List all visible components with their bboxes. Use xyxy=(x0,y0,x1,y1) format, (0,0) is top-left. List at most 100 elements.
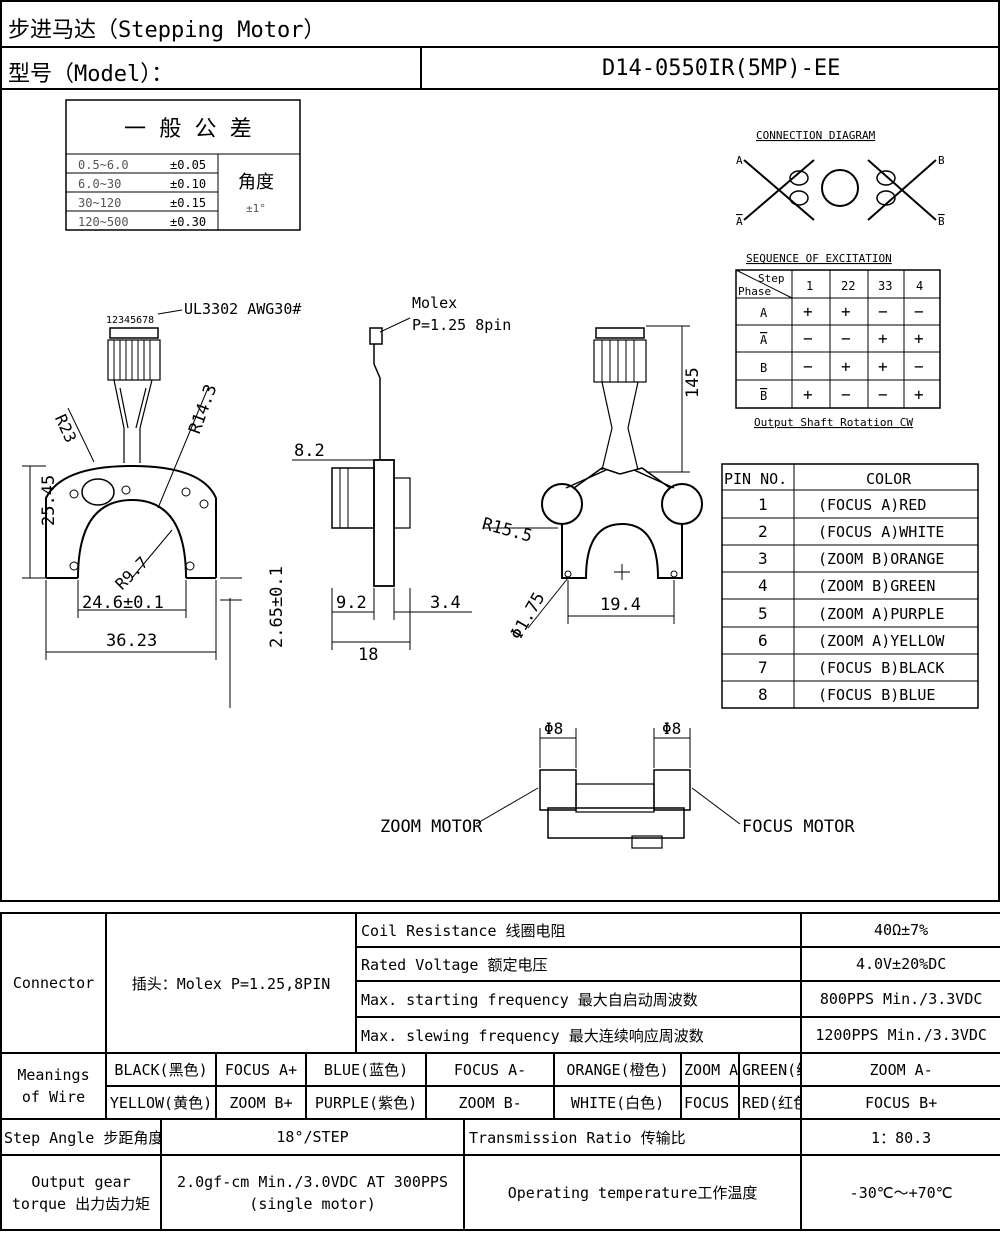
side-view-middle: Molex P=1.25 8pin 8.2 9.2 3.4 18 xyxy=(292,294,511,665)
tol-range-1: 0.5~6.0 xyxy=(78,158,129,172)
terminal-b-bar: B xyxy=(938,215,945,228)
excitation-title: SEQUENCE OF EXCITATION xyxy=(746,252,892,265)
tol-range-2: 6.0~30 xyxy=(78,177,121,191)
dim-145: 145 xyxy=(683,367,703,398)
model-divider xyxy=(420,48,422,88)
tol-value-1: ±0.05 xyxy=(170,158,206,172)
pin-color-5: (ZOOM A)PURPLE xyxy=(818,605,944,623)
pin-color-7: (FOCUS B)BLACK xyxy=(818,659,944,677)
pin-color-3: (ZOOM B)ORANGE xyxy=(818,550,944,568)
dim-82: 8.2 xyxy=(294,441,325,461)
dim-92: 9.2 xyxy=(336,593,367,613)
phase-b-bar: B xyxy=(760,389,767,403)
corner-step: Step xyxy=(758,272,785,285)
pin-no-7: 7 xyxy=(758,658,768,677)
dim-18: 18 xyxy=(358,645,378,665)
model-row: 型号（Model）： D14-0550IR(5MP)-EE xyxy=(0,46,1000,90)
drawing-canvas: 一 般 公 差 0.5~6.0 ±0.05 6.0~30 ±0.10 30~12… xyxy=(22,99,979,849)
wire-r2-c8: FOCUS B+ xyxy=(800,1085,1000,1120)
pin-no-3: 3 xyxy=(758,549,768,568)
step-angle-value: 18°/STEP xyxy=(159,1118,466,1156)
torque-value-cell: 2.0gf-cm Min./3.0VDC AT 300PPS (single m… xyxy=(159,1154,466,1231)
wire-label: UL3302 AWG30# xyxy=(184,300,301,318)
tol-range-3: 30~120 xyxy=(78,196,121,210)
dim-r14: R14.3 xyxy=(185,382,221,437)
pin-color-table: PIN NO. COLOR 1 (FOCUS A)RED 2 (FOCUS A)… xyxy=(721,463,979,709)
excitation-footer: Output Shaft Rotation CW xyxy=(754,416,913,429)
tolerance-title: 一 般 公 差 xyxy=(124,117,252,142)
focus-motor-label: FOCUS MOTOR xyxy=(742,817,855,837)
coil-resistance-value: 40Ω±7% xyxy=(800,912,1000,948)
wire-r1-c6: ZOOM A+ xyxy=(680,1052,741,1087)
rated-voltage-label: Rated Voltage 额定电压 xyxy=(355,946,803,982)
transmission-value: 1：80.3 xyxy=(800,1118,1000,1156)
cell-a-4: − xyxy=(914,302,924,321)
pin-no-8: 8 xyxy=(758,685,768,704)
dim-r155: R15.5 xyxy=(480,514,535,547)
coil-resistance-label: Coil Resistance 线圈电阻 xyxy=(355,912,803,948)
dim-r23: R23 xyxy=(51,411,80,445)
wire-r2-c1: YELLOW(黄色) xyxy=(105,1085,217,1120)
wire-r1-c1: BLACK(黑色) xyxy=(105,1052,217,1087)
molex-label: Molex xyxy=(412,294,457,312)
front-view-left: 12345678 UL3302 AWG30# xyxy=(22,300,301,708)
cell-a-1: + xyxy=(803,302,813,321)
pin-color-6: (ZOOM A)YELLOW xyxy=(818,632,945,650)
pin-no-4: 4 xyxy=(758,576,768,595)
phase-b: B xyxy=(760,361,767,375)
pin-numbers-label: 12345678 xyxy=(106,315,154,326)
cell-b-3: + xyxy=(878,357,888,376)
excitation-table: SEQUENCE OF EXCITATION Step Phase 1 22 3… xyxy=(735,252,941,429)
cell-a-2: + xyxy=(841,302,851,321)
max-start-value: 800PPS Min./3.3VDC xyxy=(800,980,1000,1018)
dim-246: 24.6±0.1 xyxy=(82,593,164,613)
connection-title: CONNECTION DIAGRAM xyxy=(756,129,876,142)
cell-bbar-3: − xyxy=(878,385,888,404)
pin-no-6: 6 xyxy=(758,631,768,650)
connector-value: 插头：Molex P=1.25,8PIN xyxy=(104,912,358,1054)
phase-a: A xyxy=(760,306,768,320)
wire-r2-c3: PURPLE(紫色) xyxy=(304,1085,428,1120)
tolerance-table: 一 般 公 差 0.5~6.0 ±0.05 6.0~30 ±0.10 30~12… xyxy=(65,99,301,231)
max-slew-label: Max. slewing frequency 最大连续响应周波数 xyxy=(355,1016,803,1054)
wire-r2-c6: FOCUS B- xyxy=(680,1085,741,1120)
dim-phi8-right: Φ8 xyxy=(662,719,681,738)
pin-no-5: 5 xyxy=(758,604,768,623)
corner-phase: Phase xyxy=(738,285,771,298)
wire-r1-c8: ZOOM A- xyxy=(800,1052,1000,1087)
pin-color-4: (ZOOM B)GREEN xyxy=(818,577,935,595)
wire-r2-c5: WHITE(白色) xyxy=(553,1085,683,1120)
cell-abar-2: − xyxy=(841,329,851,348)
dim-265: 2.65±0.1 xyxy=(267,566,287,648)
cell-b-4: − xyxy=(914,357,924,376)
torque-label: Output gear torque 出力齿力矩 xyxy=(0,1154,162,1231)
transmission-label: Transmission Ratio 传输比 xyxy=(463,1118,803,1156)
terminal-a-bar: A xyxy=(736,215,743,228)
document-title: 步进马达（Stepping Motor） xyxy=(8,18,326,43)
dim-phi175: Φ1.75 xyxy=(507,589,550,643)
cell-abar-1: − xyxy=(803,329,813,348)
rated-voltage-value: 4.0V±20%DC xyxy=(800,946,1000,982)
cell-bbar-4: + xyxy=(914,385,924,404)
cell-bbar-2: − xyxy=(841,385,851,404)
front-view-right: 145 R15.5 Φ1.75 19.4 xyxy=(480,325,703,643)
model-value: D14-0550IR(5MP)-EE xyxy=(602,56,841,81)
cell-abar-4: + xyxy=(914,329,924,348)
wire-r2-c4: ZOOM B- xyxy=(425,1085,556,1120)
title-row: 步进马达（Stepping Motor） xyxy=(0,0,1000,48)
angle-label: 角度 xyxy=(238,172,274,193)
cell-bbar-1: + xyxy=(803,385,813,404)
tol-range-4: 120~500 xyxy=(78,215,129,229)
tol-value-4: ±0.30 xyxy=(170,215,206,229)
tol-value-2: ±0.10 xyxy=(170,177,206,191)
wire-r1-c4: FOCUS A- xyxy=(425,1052,556,1087)
model-label: 型号（Model）： xyxy=(8,62,174,87)
spec-table: Connector 插头：Molex P=1.25,8PIN Coil Resi… xyxy=(0,912,1000,1233)
cell-abar-3: + xyxy=(878,329,888,348)
pin-no-2: 2 xyxy=(758,522,768,541)
cell-b-1: − xyxy=(803,357,813,376)
tol-value-3: ±0.15 xyxy=(170,196,206,210)
color-header: COLOR xyxy=(866,470,912,488)
pin-no-1: 1 xyxy=(758,495,768,514)
wire-r1-c3: BLUE(蓝色) xyxy=(304,1052,428,1087)
